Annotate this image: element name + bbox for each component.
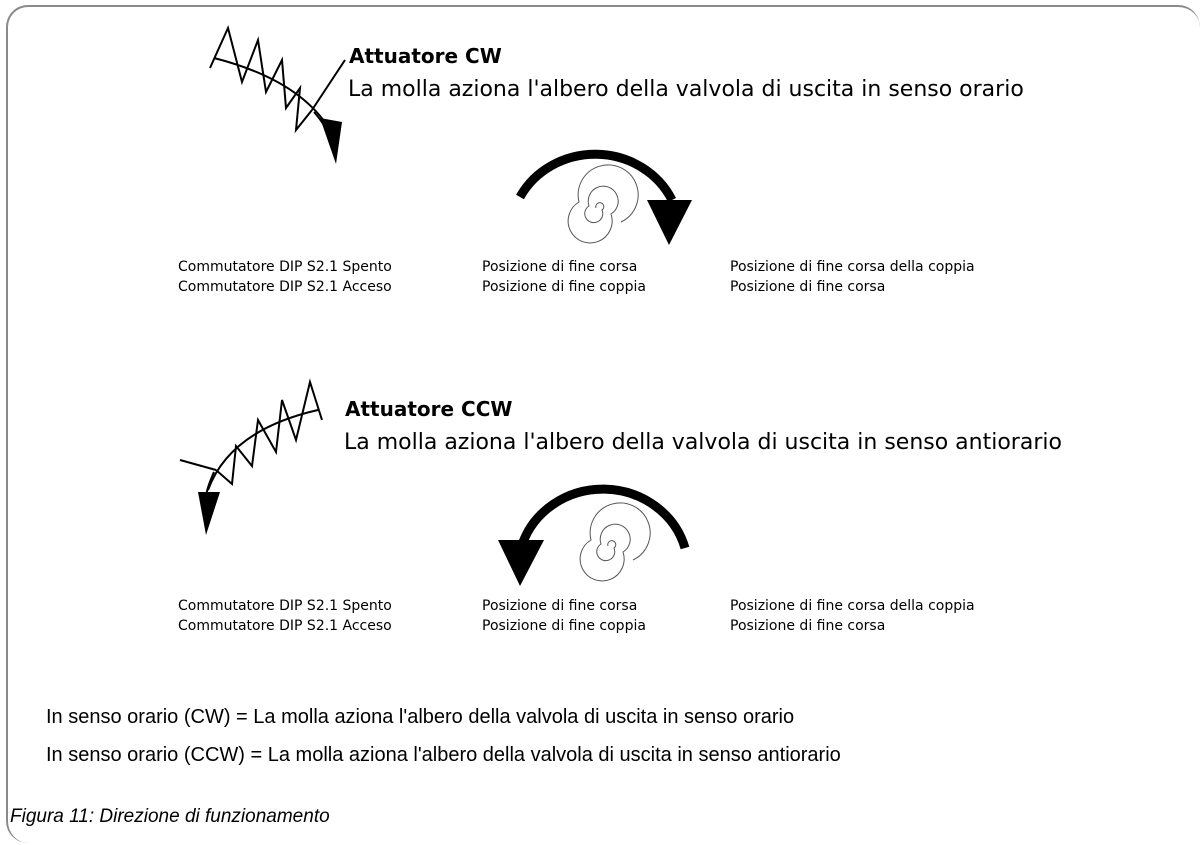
cw-row1-col3: Posizione di fine corsa della coppia	[730, 259, 975, 275]
ccw-row2-col1: Commutatore DIP S2.1 Acceso	[178, 618, 392, 634]
ccw-row1-col1: Commutatore DIP S2.1 Spento	[178, 598, 392, 614]
ccw-row1-col3: Posizione di fine corsa della coppia	[730, 598, 975, 614]
ccw-row2-col2: Posizione di fine coppia	[482, 618, 646, 634]
cw-description: La molla aziona l'albero della valvola d…	[348, 77, 1024, 102]
figure-frame	[6, 5, 1200, 843]
footnote-cw: In senso orario (CW) = La molla aziona l…	[46, 706, 795, 728]
cw-row2-col3: Posizione di fine corsa	[730, 279, 886, 295]
cw-row2-col2: Posizione di fine coppia	[482, 279, 646, 295]
ccw-title: Attuatore CCW	[345, 397, 513, 421]
cw-row1-col2: Posizione di fine corsa	[482, 259, 638, 275]
cw-title: Attuatore CW	[349, 44, 502, 68]
ccw-row1-col2: Posizione di fine corsa	[482, 598, 638, 614]
footnote-ccw: In senso orario (CCW) = La molla aziona …	[46, 744, 841, 766]
figure-caption: Figura 11: Direzione di funzionamento	[10, 806, 330, 827]
ccw-description: La molla aziona l'albero della valvola d…	[344, 430, 1062, 455]
cw-row2-col1: Commutatore DIP S2.1 Acceso	[178, 279, 392, 295]
cw-row1-col1: Commutatore DIP S2.1 Spento	[178, 259, 392, 275]
ccw-row2-col3: Posizione di fine corsa	[730, 618, 886, 634]
